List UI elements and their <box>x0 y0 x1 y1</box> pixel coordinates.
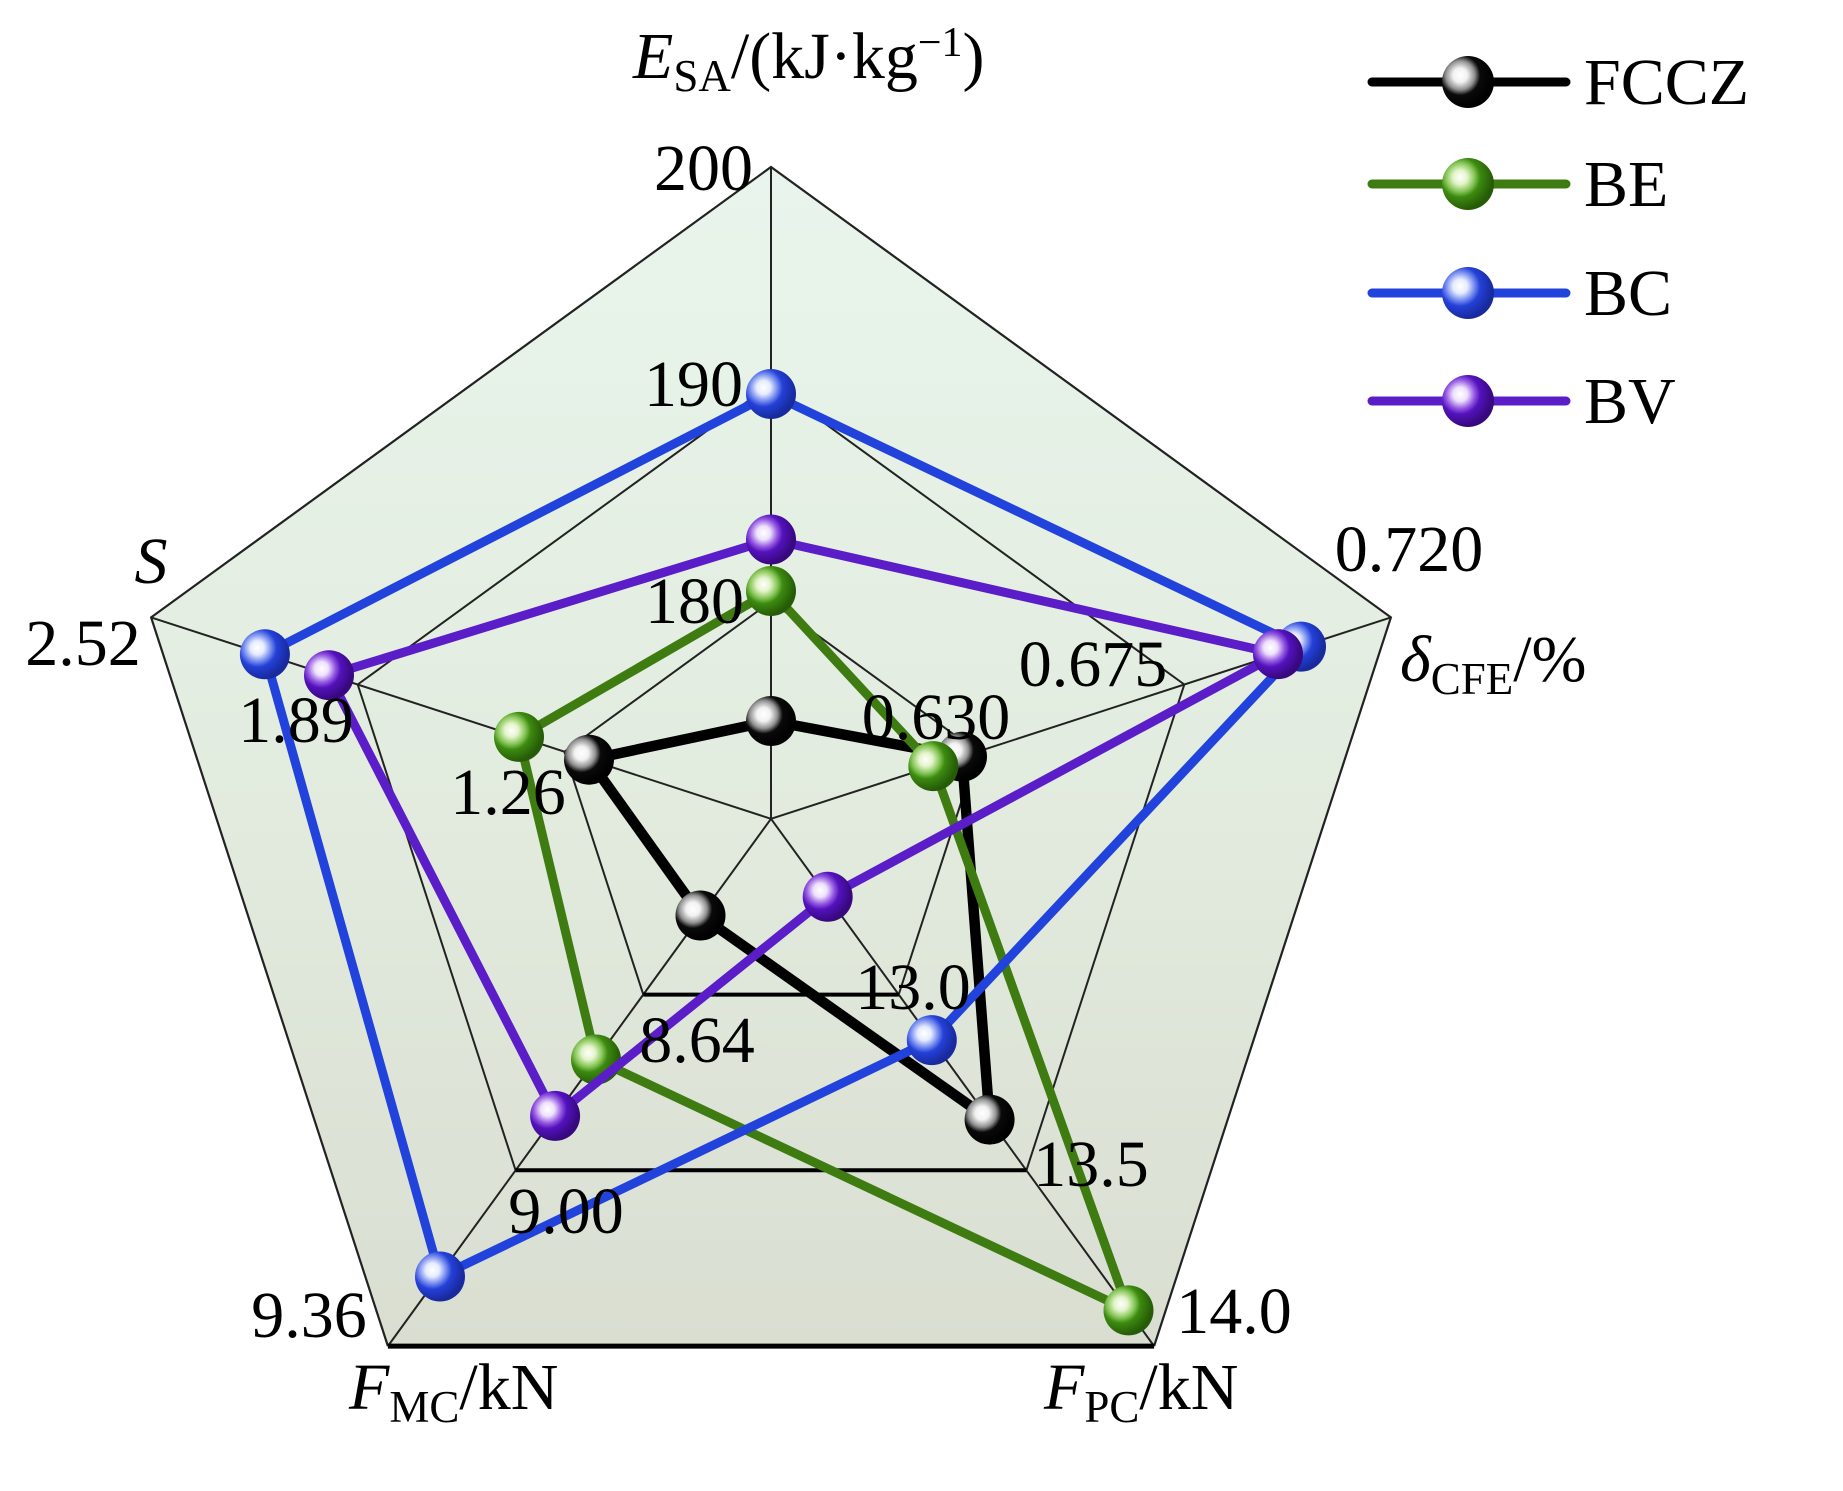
svg-text:δCFE/%: δCFE/% <box>1400 623 1587 704</box>
svg-text:ESA/(kJ·kg−1): ESA/(kJ·kg−1) <box>632 20 985 101</box>
svg-text:13.0: 13.0 <box>855 951 971 1024</box>
svg-text:FCCZ: FCCZ <box>1584 46 1749 119</box>
svg-text:0.720: 0.720 <box>1335 513 1484 586</box>
svg-text:2.52: 2.52 <box>25 607 141 680</box>
svg-text:BE: BE <box>1584 148 1668 221</box>
svg-text:FMC/kN: FMC/kN <box>348 1351 558 1432</box>
svg-text:0.630: 0.630 <box>862 681 1011 754</box>
svg-text:1.89: 1.89 <box>238 684 354 757</box>
svg-text:180: 180 <box>645 565 744 638</box>
svg-text:190: 190 <box>644 348 743 421</box>
svg-text:13.5: 13.5 <box>1033 1128 1149 1201</box>
svg-text:9.36: 9.36 <box>251 1279 367 1352</box>
svg-text:9.00: 9.00 <box>508 1175 624 1248</box>
svg-text:BC: BC <box>1584 257 1672 330</box>
svg-text:1.26: 1.26 <box>450 756 566 829</box>
svg-text:0.675: 0.675 <box>1019 628 1168 701</box>
svg-text:FPC/kN: FPC/kN <box>1043 1351 1238 1432</box>
svg-text:200: 200 <box>654 132 753 205</box>
svg-text:BV: BV <box>1584 365 1676 438</box>
svg-text:14.0: 14.0 <box>1176 1275 1292 1348</box>
svg-text:S: S <box>135 525 168 598</box>
svg-text:8.64: 8.64 <box>639 1004 755 1077</box>
